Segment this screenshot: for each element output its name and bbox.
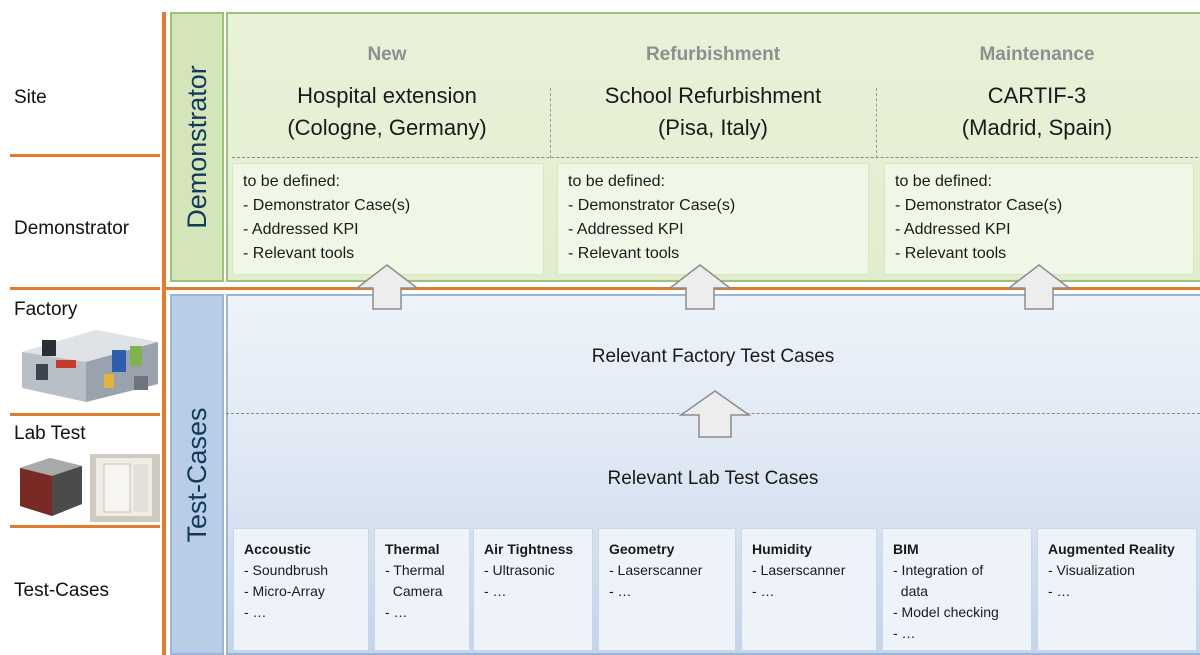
definition-item: - Demonstrator Case(s)	[895, 197, 1063, 214]
definition-title: to be defined:	[243, 173, 340, 190]
row-separator	[10, 413, 160, 416]
test-case-item: - Model checking	[893, 604, 999, 620]
test-case-title: Air Tightness	[484, 541, 574, 557]
project-location: (Cologne, Germany)	[287, 115, 487, 140]
test-case-item: - …	[385, 604, 408, 620]
demonstrator-band-side	[170, 12, 224, 282]
test-case-item: - Ultrasonic	[484, 562, 555, 578]
definition-item: - Demonstrator Case(s)	[243, 197, 411, 214]
header-divider	[232, 157, 1198, 158]
test-case-title: BIM	[893, 541, 919, 557]
project-name: CARTIF-3	[987, 83, 1087, 108]
factory-test-cases-label: Relevant Factory Test Cases	[591, 346, 835, 367]
project-name: School Refurbishment	[604, 83, 822, 108]
definition-item: - Addressed KPI	[568, 221, 684, 238]
row-separator	[10, 525, 160, 528]
row-separator	[10, 287, 160, 290]
factory-image	[22, 330, 158, 402]
lab-cube-image	[20, 458, 82, 516]
test-case-item: - …	[1048, 583, 1071, 599]
test-case-item: Camera	[385, 583, 443, 599]
row-label-lab-test: Lab Test	[14, 423, 86, 444]
definition-box: to be defined: - Demonstrator Case(s) - …	[232, 163, 544, 275]
test-case-title: Accoustic	[244, 541, 311, 557]
category-refurbishment: Refurbishment	[645, 44, 781, 65]
definition-item: - Relevant tools	[568, 245, 680, 262]
test-case-item: - Micro-Array	[244, 583, 325, 599]
demonstrator-band-label: Demonstrator	[182, 65, 212, 229]
test-case-air-tightness: Air Tightness - Ultrasonic - …	[473, 528, 593, 651]
lab-chamber-image	[90, 454, 160, 522]
test-case-item: - Laserscanner	[609, 562, 703, 578]
row-label-test-cases: Test-Cases	[14, 580, 110, 601]
definition-title: to be defined:	[568, 173, 665, 190]
category-new: New	[367, 44, 407, 65]
test-case-item: - Soundbrush	[244, 562, 329, 578]
up-arrow-icon	[678, 390, 752, 438]
test-case-item: - Thermal	[385, 562, 445, 578]
row-separator	[10, 154, 160, 157]
test-case-humidity: Humidity - Laserscanner - …	[741, 528, 877, 651]
row-label-factory: Factory	[14, 299, 78, 320]
definition-box: to be defined: - Demonstrator Case(s) - …	[884, 163, 1194, 275]
definition-item: - Addressed KPI	[243, 221, 359, 238]
test-case-title: Thermal	[385, 541, 440, 557]
test-case-augmented-reality: Augmented Reality - Visualization - …	[1037, 528, 1197, 651]
definition-item: - Addressed KPI	[895, 221, 1011, 238]
definition-title: to be defined:	[895, 173, 992, 190]
test-case-item: data	[893, 583, 929, 599]
up-arrow-icon	[1006, 264, 1072, 310]
project-location: (Pisa, Italy)	[657, 115, 769, 140]
test-case-title: Humidity	[752, 541, 812, 557]
definition-item: - Relevant tools	[243, 245, 355, 262]
project-location: (Madrid, Spain)	[961, 115, 1113, 140]
test-case-item: - …	[609, 583, 632, 599]
test-case-item: - Visualization	[1048, 562, 1135, 578]
test-case-title: Geometry	[609, 541, 675, 557]
test-case-item: - Integration of	[893, 562, 984, 578]
test-case-item: - …	[752, 583, 775, 599]
test-case-geometry: Geometry - Laserscanner - …	[598, 528, 736, 651]
lab-test-cases-label: Relevant Lab Test Cases	[607, 468, 819, 489]
test-case-item: - …	[484, 583, 507, 599]
test-case-title: Augmented Reality	[1048, 541, 1175, 557]
test-cases-band-side	[170, 294, 224, 655]
column-divider	[550, 88, 551, 158]
project-name: Hospital extension	[297, 83, 477, 108]
column-divider	[876, 88, 877, 158]
definition-item: - Demonstrator Case(s)	[568, 197, 736, 214]
up-arrow-icon	[354, 264, 420, 310]
category-maintenance: Maintenance	[979, 44, 1095, 65]
test-case-item: - …	[244, 604, 267, 620]
test-case-item: - Laserscanner	[752, 562, 846, 578]
test-cases-band-label: Test-Cases	[182, 407, 212, 543]
test-case-accoustic: Accoustic - Soundbrush - Micro-Array - …	[233, 528, 369, 651]
definition-box: to be defined: - Demonstrator Case(s) - …	[557, 163, 869, 275]
test-case-bim: BIM - Integration of data - Model checki…	[882, 528, 1032, 651]
test-case-thermal: Thermal - Thermal Camera - …	[374, 528, 470, 651]
definition-item: - Relevant tools	[895, 245, 1007, 262]
row-label-demonstrator: Demonstrator	[14, 218, 130, 239]
up-arrow-icon	[667, 264, 733, 310]
row-label-site: Site	[14, 87, 47, 108]
test-case-item: - …	[893, 625, 916, 641]
vertical-separator	[162, 12, 166, 655]
